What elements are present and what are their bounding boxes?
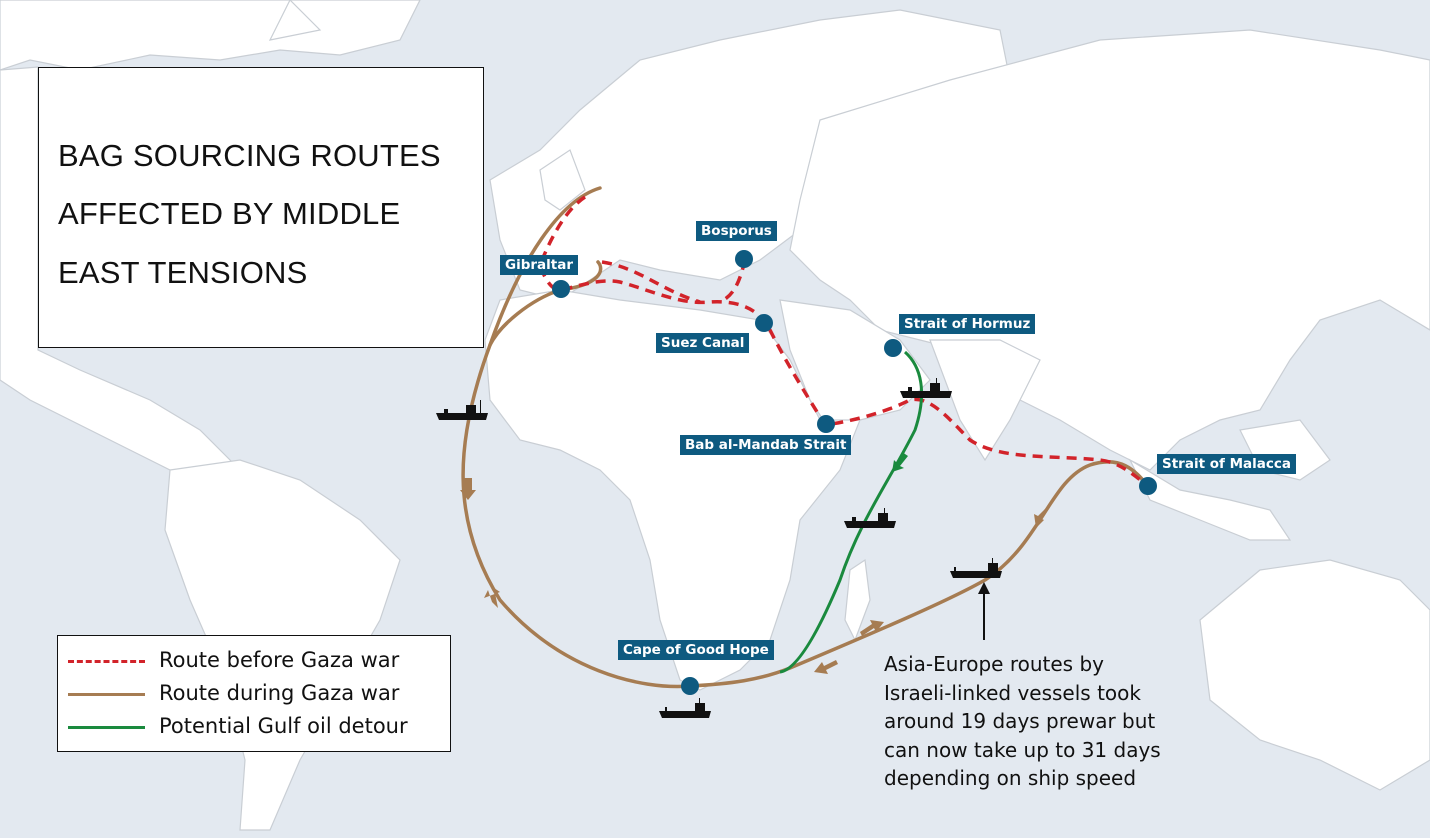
title-line-3: EAST TENSIONS [58, 255, 308, 290]
legend-label: Potential Gulf oil detour [159, 714, 408, 738]
label-suez-canal: Suez Canal [656, 333, 750, 353]
label-cape-of-good-hope: Cape of Good Hope [618, 640, 774, 660]
legend-item-during: Route during Gaza war [58, 679, 450, 709]
annotation-arrow [978, 582, 990, 640]
legend-item-before: Route before Gaza war [58, 646, 450, 676]
label-bab-al-mandab: Bab al-Mandab Strait [680, 435, 852, 455]
annotation-text: Asia-Europe routes by Israeli-linked ves… [884, 652, 1161, 790]
title-box: BAG SOURCING ROUTES AFFECTED BY MIDDLE E… [38, 67, 484, 348]
location-dot-icon [552, 250, 1157, 695]
direction-arrow-icon [892, 452, 908, 472]
title-line-2: AFFECTED BY MIDDLE [58, 196, 401, 231]
legend-label: Route before Gaza war [159, 648, 400, 672]
direction-arrow-icon [460, 478, 1048, 674]
label-gibraltar: Gibraltar [500, 255, 578, 275]
label-strait-of-hormuz: Strait of Hormuz [899, 314, 1036, 334]
solid-line-icon [68, 693, 145, 696]
solid-line-icon [68, 726, 145, 729]
legend-label: Route during Gaza war [159, 681, 400, 705]
legend: Route before Gaza war Route during Gaza … [57, 635, 451, 752]
legend-item-detour: Potential Gulf oil detour [58, 712, 450, 742]
ship-icon [436, 378, 1002, 718]
dashed-line-icon [68, 660, 145, 663]
label-strait-of-malacca: Strait of Malacca [1157, 454, 1296, 474]
label-bosporus: Bosporus [696, 221, 777, 241]
title-line-1: BAG SOURCING ROUTES [58, 138, 441, 173]
